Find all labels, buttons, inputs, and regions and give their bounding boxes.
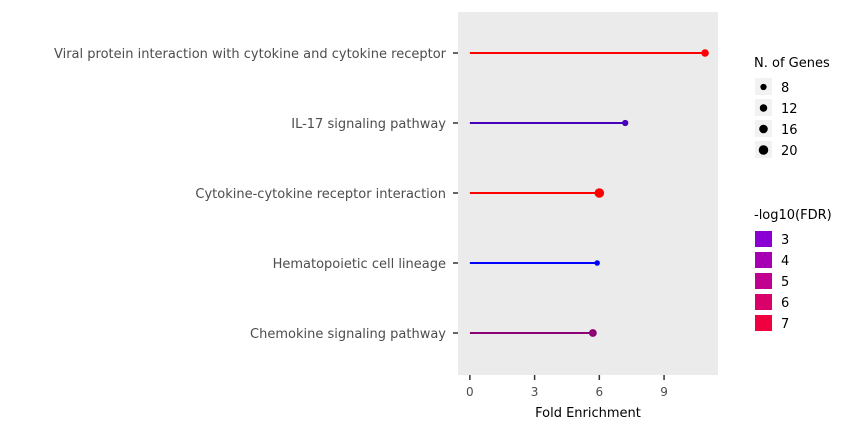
color-legend-swatch [755, 252, 772, 268]
color-legend: -log10(FDR) 3 4 5 6 7 [754, 208, 832, 332]
color-legend-label: 4 [781, 254, 789, 269]
lollipop-point [594, 188, 605, 198]
size-legend: N. of Genes 8 12 16 20 [754, 56, 830, 159]
lollipop-point [594, 260, 600, 266]
lollipop-point [588, 329, 597, 337]
color-legend-swatch [755, 315, 772, 331]
size-legend-dot [759, 124, 768, 134]
category-label: Chemokine signaling pathway [250, 327, 446, 342]
color-legend-swatch [755, 294, 772, 310]
color-legend-label: 5 [781, 275, 789, 290]
size-legend-label: 20 [781, 144, 798, 159]
color-legend-label: 7 [781, 317, 789, 332]
x-tick-label: 9 [660, 385, 668, 399]
y-axis: Viral protein interaction with cytokine … [54, 47, 458, 342]
category-label: Hematopoietic cell lineage [273, 257, 446, 272]
category-label: IL-17 signaling pathway [291, 117, 446, 132]
color-legend-label: 6 [781, 296, 789, 311]
size-legend-label: 16 [781, 123, 798, 138]
category-label: Viral protein interaction with cytokine … [54, 47, 447, 62]
color-legend-label: 3 [781, 233, 789, 248]
size-legend-label: 12 [781, 102, 798, 117]
size-legend-dot [759, 104, 768, 112]
lollipop-point [622, 119, 629, 127]
x-tick-label: 3 [531, 385, 539, 399]
color-legend-swatch [755, 273, 772, 289]
size-legend-dot [760, 83, 767, 91]
x-tick-label: 0 [466, 385, 474, 399]
x-axis-title: Fold Enrichment [535, 406, 641, 421]
size-legend-dot [758, 145, 769, 155]
size-legend-title: N. of Genes [754, 56, 830, 71]
x-tick-label: 6 [596, 385, 604, 399]
color-legend-swatch [755, 231, 772, 247]
category-label: Cytokine-cytokine receptor interaction [195, 187, 446, 202]
lollipop-point [701, 49, 709, 57]
x-axis: 0 3 6 9 [466, 375, 668, 399]
color-legend-title: -log10(FDR) [754, 208, 832, 223]
lollipop-series [469, 49, 709, 337]
size-legend-label: 8 [781, 81, 789, 96]
